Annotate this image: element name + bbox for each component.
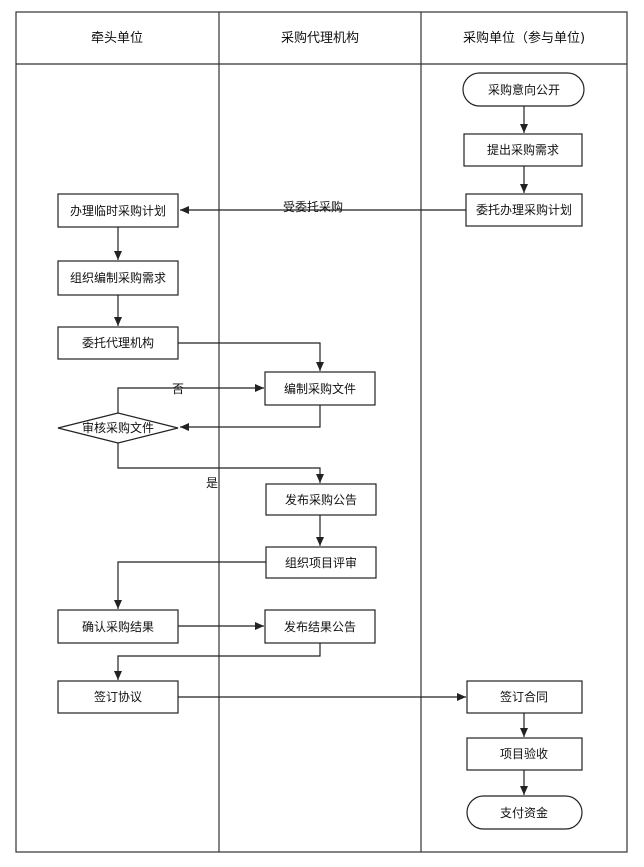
node-demand: 提出采购需求 (463, 133, 583, 167)
node-accept: 项目验收 (466, 737, 583, 771)
node-accept-label: 项目验收 (500, 746, 548, 761)
node-contract: 签订合同 (466, 680, 583, 714)
node-confirm-label: 确认采购结果 (82, 619, 154, 634)
node-delegate: 委托办理采购计划 (465, 193, 583, 227)
node-intent: 采购意向公开 (462, 72, 585, 107)
node-intent-label: 采购意向公开 (488, 82, 560, 97)
node-agent-label: 委托代理机构 (82, 335, 154, 350)
node-pay-label: 支付资金 (500, 805, 548, 820)
lane-header-agency: 采购代理机构 (281, 30, 359, 46)
node-temp-plan: 办理临时采购计划 (57, 193, 179, 228)
edge-label-no: 否 (172, 382, 184, 396)
node-evaluate-label: 组织项目评审 (285, 555, 357, 570)
node-pay: 支付资金 (466, 795, 583, 830)
node-contract-label: 签订合同 (500, 689, 548, 704)
node-agreement-label: 签订协议 (94, 689, 142, 704)
lane-header-lead: 牵头单位 (91, 31, 143, 46)
node-docs: 编制采购文件 (264, 371, 376, 406)
node-agent: 委托代理机构 (57, 326, 179, 360)
node-result-label: 发布结果公告 (284, 619, 356, 634)
node-compile: 组织编制采购需求 (57, 260, 179, 296)
node-temp-plan-label: 办理临时采购计划 (70, 203, 166, 218)
node-announce: 发布采购公告 (265, 483, 377, 516)
edge-label-delegate: 受委托采购 (283, 199, 343, 214)
node-demand-label: 提出采购需求 (487, 142, 559, 157)
node-review-label: 审核采购文件 (82, 420, 154, 435)
swimlane-frame (15, 11, 628, 853)
node-review: 审核采购文件 (57, 412, 179, 444)
node-agreement: 签订协议 (57, 680, 179, 714)
edge-label-yes: 是 (206, 476, 218, 490)
lane-header-buyer: 采购单位（参与单位) (463, 30, 585, 46)
node-compile-label: 组织编制采购需求 (70, 270, 166, 285)
edges (114, 106, 528, 795)
node-result: 发布结果公告 (264, 609, 376, 644)
node-announce-label: 发布采购公告 (285, 492, 357, 507)
node-docs-label: 编制采购文件 (284, 381, 356, 396)
edge-review-announce-yes (117, 443, 324, 483)
edge-result-agreement (114, 643, 321, 680)
edge-docs-review (180, 405, 321, 431)
node-evaluate: 组织项目评审 (265, 546, 377, 579)
edge-evaluate-confirm (114, 561, 266, 609)
node-delegate-label: 委托办理采购计划 (476, 202, 572, 217)
node-confirm: 确认采购结果 (57, 609, 179, 644)
edge-review-docs-no (117, 384, 264, 413)
edge-agent-docs (178, 342, 324, 371)
